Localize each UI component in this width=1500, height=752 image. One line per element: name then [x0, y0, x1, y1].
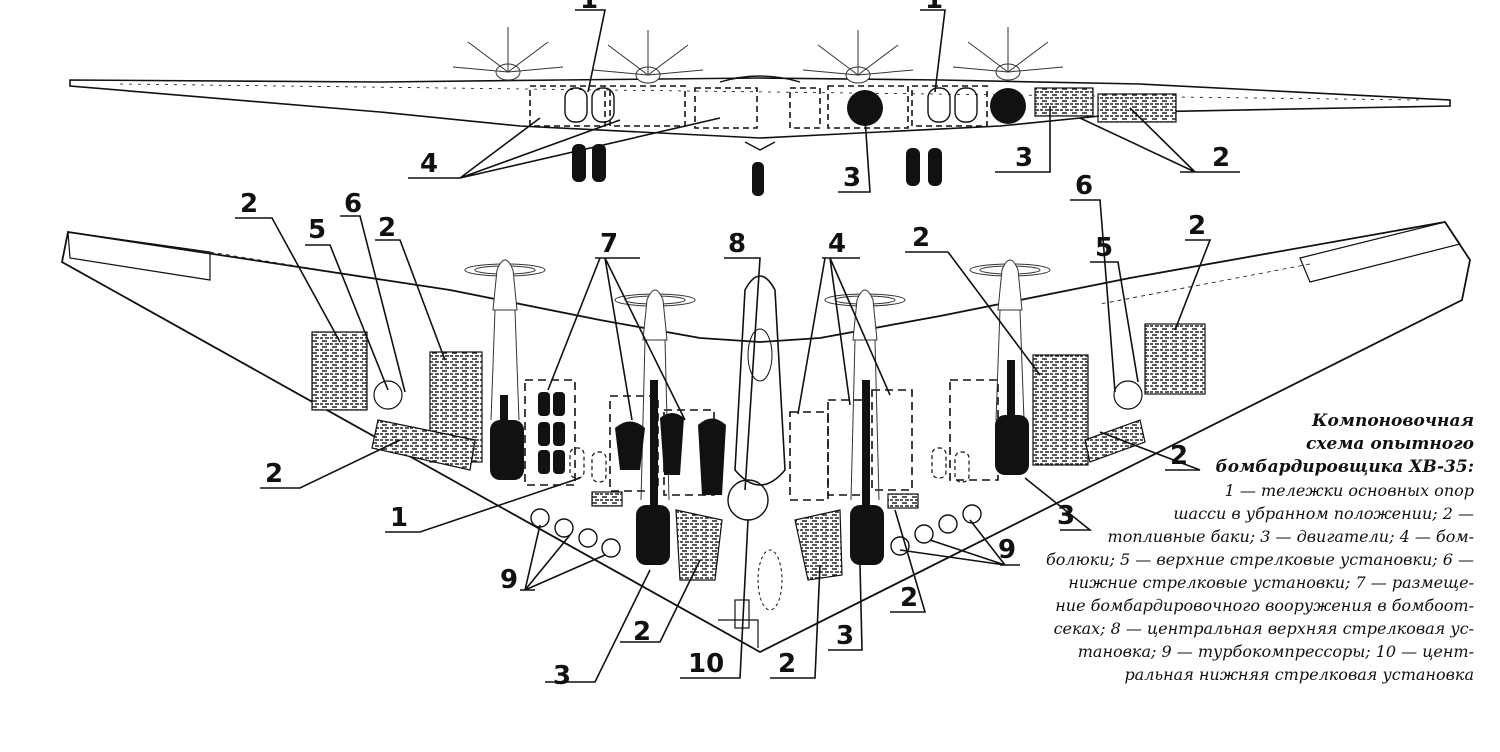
callout-5-bottom-a: 5	[308, 215, 326, 245]
callout-9-right: 9	[998, 535, 1016, 565]
callout-2-bottom-b: 2	[378, 213, 396, 243]
callout-labels: 1 1 4 3 3 2 2 5 6 2 7 8 4 2 6 5 2 2 1 9 …	[240, 0, 1230, 691]
callout-1-top-left: 1	[580, 0, 598, 15]
callout-2-bottom-f: 2	[633, 617, 651, 647]
fuel-tank-hatch	[311, 323, 1206, 581]
callout-1-bottom: 1	[390, 503, 408, 533]
callout-2-bottom-d: 2	[1188, 211, 1206, 241]
callout-3-bottom-a: 3	[553, 661, 571, 691]
bomb-icon	[538, 392, 726, 495]
caption-title-line: бомбардировщика XB-35:	[1215, 457, 1474, 477]
callout-2-top: 2	[1212, 143, 1230, 173]
propeller-icon	[452, 27, 1064, 84]
caption-legend-line: болюки; 5 — верхние стрелковые установки…	[1046, 550, 1474, 569]
caption-legend-line: ральная нижняя стрелковая установка	[1124, 665, 1474, 684]
engine-icon	[490, 360, 1029, 565]
callout-2-bottom-h: 2	[900, 583, 918, 613]
caption-legend-line: 1 — тележки основных опор	[1224, 481, 1474, 500]
callout-2-bottom-g: 2	[778, 649, 796, 679]
caption-title: Компоновочная схема опытного бомбардиров…	[954, 410, 1474, 479]
callout-3-bottom-b: 3	[836, 621, 854, 651]
callout-3-top-left: 3	[843, 163, 861, 193]
caption-legend-line: ние бомбардировочного вооружения в бомбо…	[1055, 596, 1474, 615]
callout-2-bottom-i: 2	[1170, 441, 1188, 471]
callout-2-bottom-c: 2	[912, 223, 930, 253]
callout-6-bottom-a: 6	[344, 189, 362, 219]
callout-10: 10	[688, 649, 724, 679]
caption-title-line: схема опытного	[1305, 434, 1474, 454]
callout-4-bottom: 4	[828, 229, 846, 259]
callout-3-top-right: 3	[1015, 143, 1033, 173]
callout-7: 7	[600, 229, 618, 259]
caption-legend-line: тановка; 9 — турбокомпрессоры; 10 — цент…	[1077, 642, 1474, 661]
callout-2-bottom-a: 2	[240, 189, 258, 219]
leader-lines	[235, 9, 1240, 683]
landing-gear-icon	[572, 144, 942, 196]
caption-legend-line: секах; 8 — центральная верхняя стрелкова…	[1053, 619, 1474, 638]
caption-legend-line: нижние стрелковые установки; 7 — размеще…	[1068, 573, 1474, 592]
caption-legend-line: топливные баки; 3 — двигатели; 4 — бом-	[1107, 527, 1474, 546]
propeller-icon	[464, 259, 1051, 501]
callout-9-left: 9	[500, 565, 518, 595]
caption-legend-line: шасси в убранном положении; 2 —	[1173, 504, 1474, 523]
front-view-aircraft	[69, 75, 1451, 139]
callout-4-top: 4	[420, 149, 438, 179]
callout-1-top-right: 1	[925, 0, 943, 15]
callout-8: 8	[728, 229, 746, 259]
callout-2-bottom-e: 2	[265, 459, 283, 489]
figure-caption: Компоновочная схема опытного бомбардиров…	[954, 410, 1474, 686]
callout-3-bottom-c: 3	[1057, 501, 1075, 531]
callout-6-bottom-b: 6	[1075, 171, 1093, 201]
caption-title-line: Компоновочная	[1312, 411, 1474, 431]
caption-legend: 1 — тележки основных опор шасси в убранн…	[954, 479, 1474, 686]
callout-5-bottom-b: 5	[1095, 233, 1113, 263]
engine-icon	[847, 88, 1026, 126]
